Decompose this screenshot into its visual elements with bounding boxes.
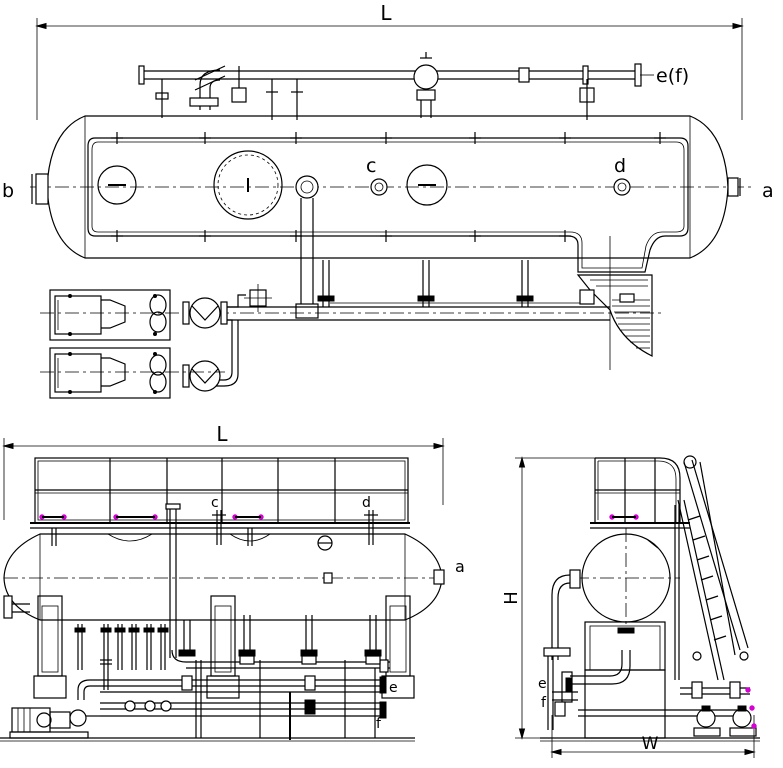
top-nozzle-c-label: c bbox=[366, 155, 376, 177]
side-nozzle-e-label: e bbox=[538, 676, 547, 692]
front-nozzle-e-label: e bbox=[389, 680, 398, 696]
front-nozzle-d-label: d bbox=[362, 495, 371, 511]
side-height-label: H bbox=[501, 591, 522, 605]
front-right-nozzle-label: a bbox=[455, 557, 465, 576]
top-left-nozzle-label: b bbox=[2, 180, 14, 202]
side-width-label: W bbox=[642, 734, 659, 754]
front-handrail bbox=[30, 457, 410, 529]
top-view: L bbox=[2, 1, 774, 399]
front-supports bbox=[33, 595, 415, 699]
front-vessel: a c d bbox=[3, 495, 465, 658]
top-right-nozzle-label: a bbox=[762, 180, 774, 202]
side-handrail bbox=[590, 457, 690, 529]
side-vessel bbox=[551, 528, 680, 671]
front-length-dimension: L bbox=[2, 422, 445, 520]
top-riser-pipe bbox=[295, 175, 319, 319]
side-height-dimension: H bbox=[501, 456, 598, 740]
side-width-dimension: W bbox=[550, 715, 756, 758]
top-vessel-body: b a c d bbox=[2, 115, 774, 273]
side-view: H W bbox=[501, 455, 760, 758]
side-piping: e f bbox=[538, 647, 760, 742]
front-length-label: L bbox=[216, 422, 228, 446]
top-nozzle-d-label: d bbox=[614, 155, 626, 177]
top-length-dimension: L bbox=[35, 1, 744, 120]
top-outlet-label: e(f) bbox=[656, 65, 689, 87]
top-pump-area bbox=[40, 236, 665, 399]
side-ladder bbox=[674, 455, 749, 681]
front-piping: e f bbox=[0, 615, 415, 742]
front-view: L bbox=[0, 422, 465, 742]
front-nozzle-f-label: f bbox=[376, 716, 382, 732]
side-nozzle-f-label: f bbox=[541, 695, 547, 711]
front-valve-stations bbox=[171, 615, 390, 673]
top-length-label: L bbox=[380, 1, 392, 25]
top-header-pipe: e(f) bbox=[138, 52, 689, 120]
front-nozzle-c-label: c bbox=[211, 495, 219, 511]
